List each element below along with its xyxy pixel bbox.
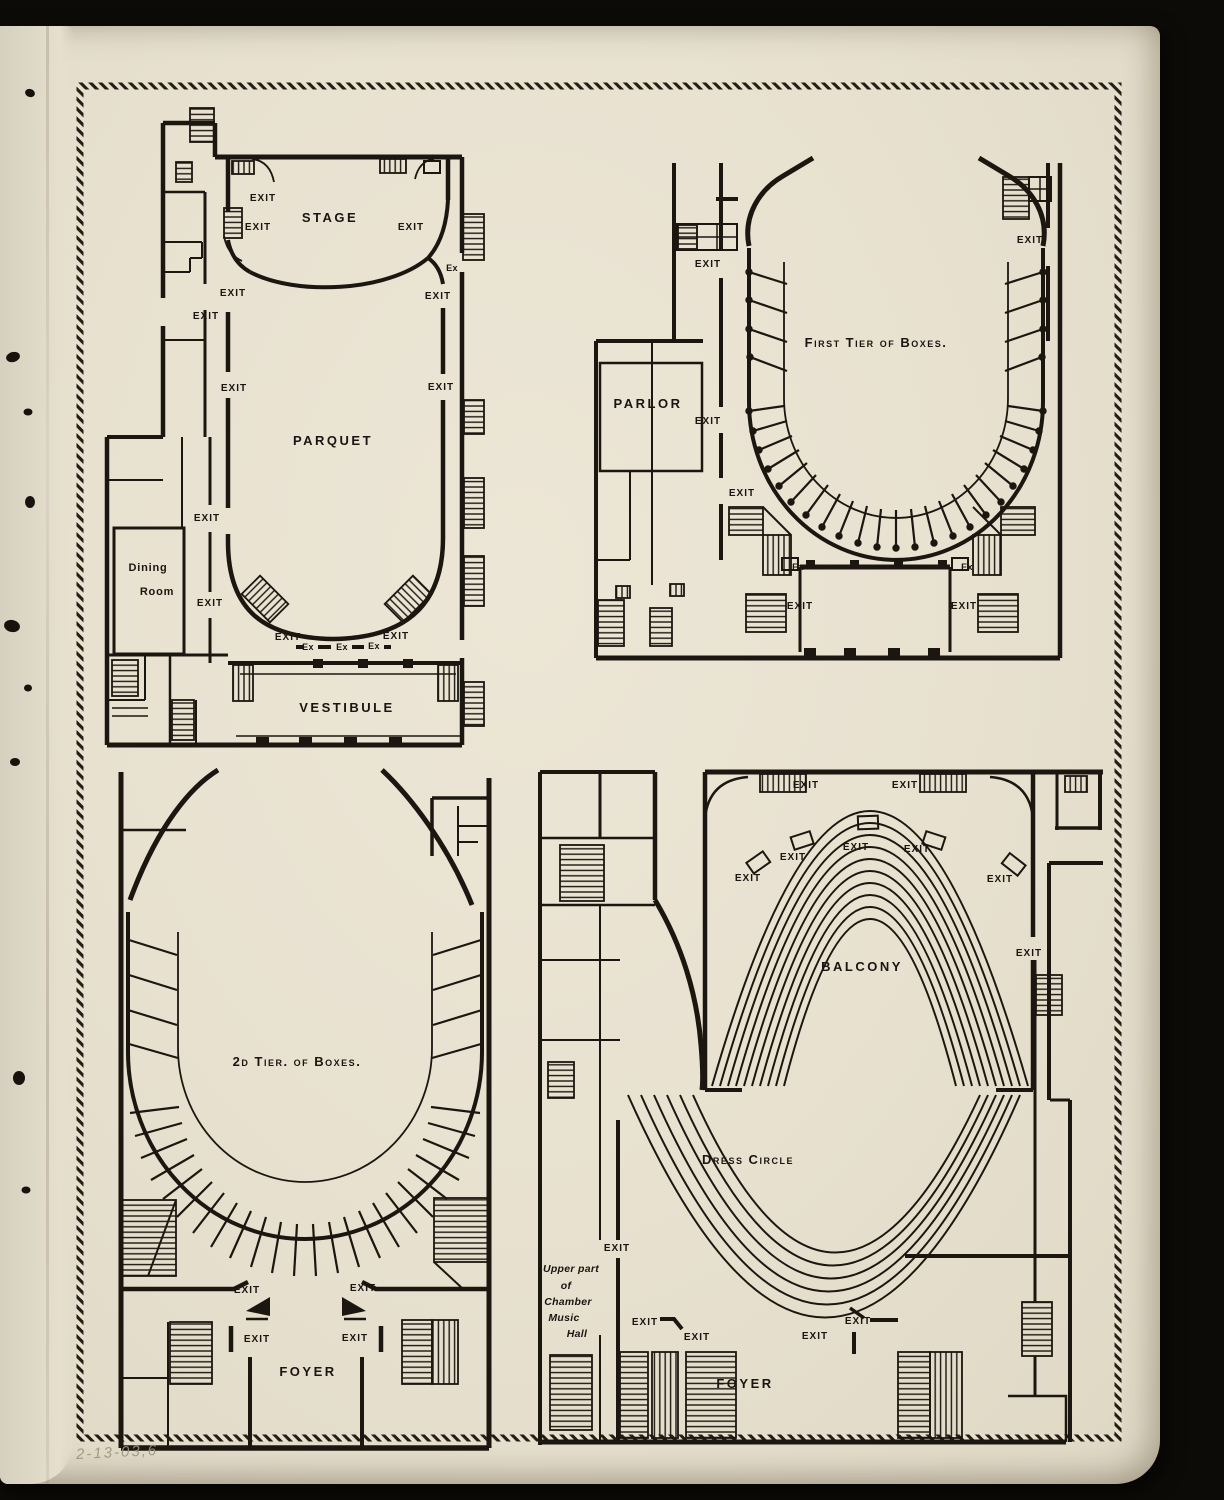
plan-parquet-level: STAGE PARQUET Dining Room VESTIBULE EXIT… — [104, 107, 485, 748]
balcony-walls — [538, 769, 1103, 1445]
parlor-label: PARLOR — [614, 396, 683, 411]
balcony-exit-boxes — [744, 773, 1027, 878]
dress-circle-rows — [627, 1094, 1021, 1319]
second-tier-doors — [246, 1297, 366, 1316]
plan-first-tier: First Tier of Boxes. PARLOR EXIT EXIT EX… — [594, 155, 1063, 661]
binding-holes — [4, 88, 35, 1194]
exit-label: EXIT — [802, 1331, 828, 1342]
exit-label: EXIT — [892, 780, 918, 791]
exit-label: EXIT — [695, 259, 721, 270]
exit-label: EXIT — [342, 1333, 368, 1344]
exit-label: EXIT — [787, 601, 813, 612]
exit-label: EXIT — [604, 1243, 630, 1254]
chamber-note-line: of — [561, 1280, 573, 1292]
exit-label: EXIT — [383, 631, 409, 642]
dress-circle-label: Dress Circle — [702, 1152, 794, 1167]
vestibule-label: VESTIBULE — [299, 700, 394, 715]
first-tier-walls — [594, 155, 1063, 661]
exit-label: EXIT — [780, 852, 806, 863]
ex-label: Ex — [792, 562, 804, 572]
plan-second-tier: 2d Tier. of Boxes. FOYER EXIT EXIT EXIT … — [118, 767, 492, 1451]
binding-edge — [0, 26, 74, 1484]
stage-label: STAGE — [302, 210, 358, 225]
chamber-music-hall-note: Upper part of Chamber Music Hall — [543, 1263, 599, 1340]
balcony-seating-rows — [711, 810, 1029, 1087]
binding-crease — [46, 26, 49, 1484]
ex-label: Ex — [302, 642, 314, 652]
exit-label: EXIT — [735, 873, 761, 884]
chamber-note-line: Upper part — [543, 1263, 599, 1275]
first-tier-stairs — [597, 176, 1052, 656]
exit-label: EXIT — [843, 842, 869, 853]
exit-label: EXIT — [197, 598, 223, 609]
exit-label: EXIT — [194, 513, 220, 524]
exit-label: EXIT — [904, 844, 930, 855]
exit-label: EXIT — [951, 601, 977, 612]
exit-label: EXIT — [1017, 235, 1043, 246]
ex-label: Ex — [446, 263, 458, 273]
chamber-note-line: Hall — [567, 1328, 588, 1340]
parquet-walls — [104, 120, 465, 748]
scanned-page — [0, 26, 1160, 1484]
exit-label: EXIT — [244, 1334, 270, 1345]
exit-label: EXIT — [1016, 948, 1042, 959]
exit-label: EXIT — [987, 874, 1013, 885]
exit-label: EXIT — [845, 1316, 871, 1327]
exit-label: EXIT — [729, 488, 755, 499]
dining-room-label: Room — [140, 586, 174, 598]
exit-label: EXIT — [234, 1285, 260, 1296]
second-tier-stairs — [121, 1197, 489, 1385]
second-tier-title: 2d Tier. of Boxes. — [233, 1054, 362, 1069]
foyer-label: FOYER — [279, 1364, 336, 1379]
ex-label: Ex — [961, 562, 973, 572]
plan-balcony-dress-circle: BALCONY Dress Circle FOYER Upper part of… — [538, 769, 1103, 1445]
chamber-note-line: Chamber — [544, 1296, 592, 1308]
exit-label: EXIT — [245, 222, 271, 233]
ex-label: Ex — [368, 641, 380, 651]
exit-label: EXIT — [684, 1332, 710, 1343]
exit-label: EXIT — [398, 222, 424, 233]
exit-label: EXIT — [220, 288, 246, 299]
exit-label: EXIT — [221, 383, 247, 394]
exit-label: EXIT — [695, 416, 721, 427]
first-tier-title: First Tier of Boxes. — [805, 335, 948, 350]
parquet-label: PARQUET — [293, 433, 373, 448]
exit-label: EXIT — [428, 382, 454, 393]
exit-label: EXIT — [425, 291, 451, 302]
balcony-stairs — [547, 775, 1088, 1439]
exit-label: EXIT — [275, 632, 301, 643]
exit-label: EXIT — [193, 311, 219, 322]
exit-label: EXIT — [632, 1317, 658, 1328]
parquet-stairs — [111, 107, 485, 746]
exit-label: EXIT — [350, 1283, 376, 1294]
first-tier-box-dividers — [745, 268, 1047, 552]
foyer-label: FOYER — [716, 1376, 773, 1391]
dining-room-label: Dining — [128, 562, 167, 574]
exit-label: EXIT — [250, 193, 276, 204]
ex-label: Ex — [336, 642, 348, 652]
exit-label: EXIT — [793, 780, 819, 791]
second-tier-box-dividers — [127, 938, 483, 1277]
balcony-label: BALCONY — [821, 959, 903, 974]
chamber-note-line: Music — [548, 1312, 579, 1324]
